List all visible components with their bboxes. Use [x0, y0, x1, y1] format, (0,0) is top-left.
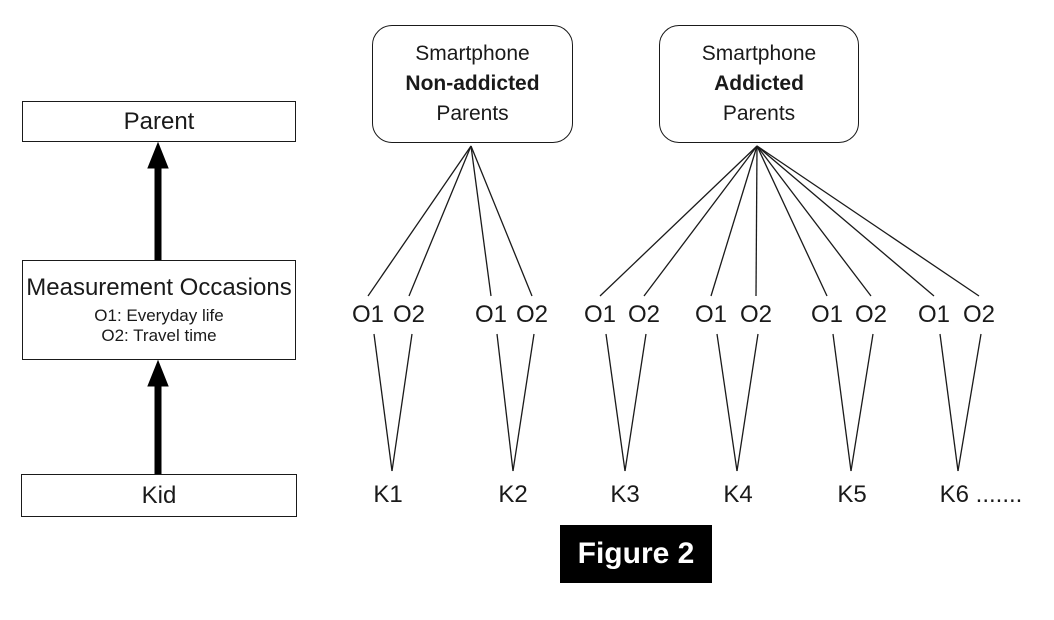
occasion-label-o2-k2: O2 [515, 301, 549, 328]
arrow-measurement-to-parent [147, 141, 169, 261]
occasion-label-o2-k4: O2 [739, 301, 773, 328]
occasion-label-o2-k5: O2 [854, 301, 888, 328]
kid-label-k4: K4 [723, 481, 753, 508]
fan-nonaddicted-parents [367, 145, 533, 297]
addicted-parents-box: Smartphone Addicted Parents [659, 25, 859, 143]
addicted-line3: Parents [722, 102, 796, 125]
figure-caption-text: Figure 2 [577, 537, 695, 570]
kid-label-k2: K2 [498, 481, 528, 508]
occasion-label-o2-k6: O2 [962, 301, 996, 328]
kid-label-k3: K3 [610, 481, 640, 508]
measurement-o1-description: O1: Everyday life [94, 306, 224, 325]
nonaddicted-line2: Non-addicted [405, 72, 540, 95]
connector-line [710, 145, 758, 297]
arrow-head [147, 141, 169, 169]
occasion-label-o1-k5: O1 [810, 301, 844, 328]
connector-line [512, 333, 535, 472]
connector-line [756, 145, 980, 297]
kid-box: Kid [21, 474, 297, 517]
connector-line [624, 333, 647, 472]
occasion-label-o1-k2: O1 [474, 301, 508, 328]
parent-box-label: Parent [123, 107, 195, 135]
connector-line [391, 333, 413, 472]
parent-box: Parent [22, 101, 296, 142]
connector-line [605, 333, 626, 472]
connector-line [756, 145, 828, 297]
v-connectors-kids [373, 333, 982, 472]
connector-line [939, 333, 959, 472]
arrow-kid-to-measurement [147, 359, 169, 475]
measurement-o2-description: O2: Travel time [101, 326, 217, 345]
occasion-label-o1-k1: O1 [351, 301, 385, 328]
connector-line [367, 145, 472, 297]
connector-line [470, 145, 492, 297]
kid-label-k5: K5 [837, 481, 867, 508]
occasion-label-o2-k1: O2 [392, 301, 426, 328]
addicted-line1: Smartphone [701, 42, 817, 65]
connector-line [736, 333, 759, 472]
connector-line [643, 145, 758, 297]
connector-line [599, 145, 758, 297]
occasion-label-o2-k3: O2 [627, 301, 661, 328]
kid-label-k1: K1 [373, 481, 403, 508]
connector-line [832, 333, 852, 472]
connector-line [408, 145, 472, 297]
connector-line [716, 333, 738, 472]
connector-line [756, 145, 935, 297]
measurement-occasions-box: Measurement Occasions O1: Everyday life … [22, 260, 296, 360]
figure-caption: Figure 2 [560, 525, 712, 583]
kid-box-label: Kid [141, 481, 177, 509]
occasion-label-o1-k3: O1 [583, 301, 617, 328]
measurement-occasions-title: Measurement Occasions [26, 274, 292, 301]
nonaddicted-line1: Smartphone [415, 42, 530, 65]
connector-line [496, 333, 514, 472]
nonaddicted-parents-box: Smartphone Non-addicted Parents [372, 25, 573, 143]
connector-line [756, 145, 872, 297]
connector-line [373, 333, 393, 472]
nonaddicted-line3: Parents [436, 102, 509, 125]
arrow-head [147, 359, 169, 387]
connector-line [470, 145, 533, 297]
occasion-label-o1-k6: O1 [917, 301, 951, 328]
occasion-label-o1-k4: O1 [694, 301, 728, 328]
kid-label-k6: K6 ....... [939, 481, 1023, 508]
connector-line [957, 333, 982, 472]
addicted-line2: Addicted [714, 72, 804, 95]
connector-line [755, 145, 758, 297]
connector-line [850, 333, 874, 472]
fan-addicted-parents [599, 145, 980, 297]
